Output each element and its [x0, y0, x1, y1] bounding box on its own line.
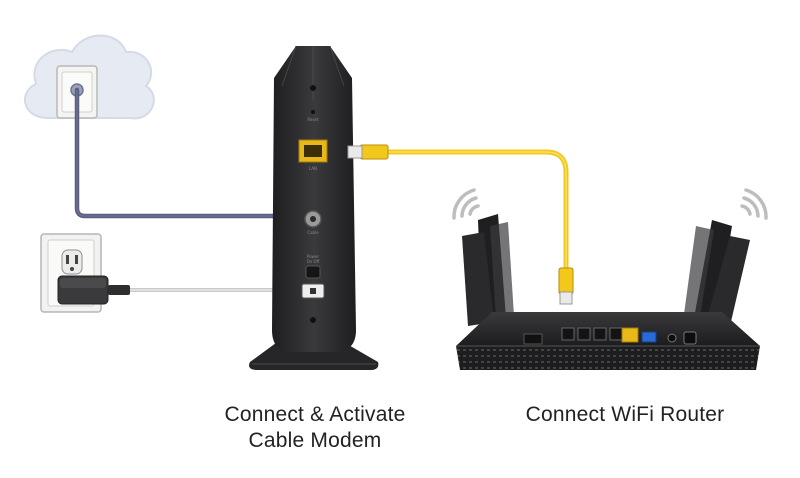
- cable-modem: Reset LAN Cable Power On Off: [249, 45, 379, 370]
- wifi-signal-icon: [740, 188, 768, 220]
- reset-label: Reset: [307, 117, 319, 122]
- lan-label: LAN: [309, 166, 317, 171]
- power-state-label: On Off: [307, 259, 320, 264]
- coax-port: [304, 210, 322, 228]
- lan-port: [298, 139, 328, 163]
- modem-caption-line2: Cable Modem: [248, 429, 382, 452]
- power-label: Power: [307, 254, 319, 259]
- power-adapter: [57, 275, 130, 305]
- wifi-router: [456, 214, 760, 370]
- modem-caption: Connect & Activate Cable Modem: [190, 402, 440, 454]
- cable-label: Cable: [307, 230, 319, 235]
- router-internet-port: [621, 327, 639, 343]
- ethernet-cable: [347, 144, 574, 305]
- wifi-signal-icon: [452, 188, 480, 220]
- modem-caption-line1: Connect & Activate: [224, 403, 406, 426]
- power-switch: [305, 265, 321, 279]
- router-caption: Connect WiFi Router: [525, 403, 725, 426]
